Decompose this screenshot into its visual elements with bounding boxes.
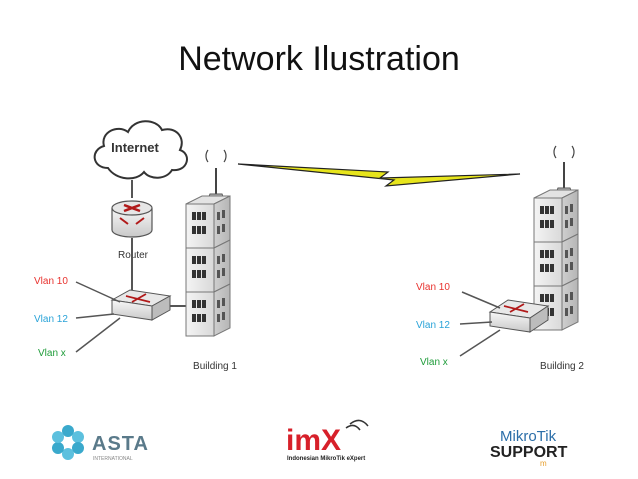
asta-logo: ASTA INTERNATIONAL	[52, 425, 149, 462]
router-icon	[111, 200, 153, 238]
router-label: Router	[118, 250, 149, 261]
imx-subtext: Indonesian MikroTik eXpert	[287, 456, 365, 462]
internet-cloud-icon	[93, 120, 188, 180]
imx-wordmark: imX	[286, 424, 341, 457]
vlan12-left-line	[75, 313, 115, 319]
vlanx-right-line	[459, 329, 501, 357]
page-title: Network Ilustration	[178, 40, 460, 78]
mikrotik-support-logo: MikroTik SUPPORT m	[490, 428, 568, 468]
vlan10-left-label: Vlan 10	[34, 276, 68, 287]
vlan12-right-line	[459, 321, 493, 325]
building-2-icon	[534, 145, 578, 330]
building-1-icon	[186, 149, 230, 336]
support-subtext: m	[540, 459, 547, 468]
wireless-link	[237, 163, 521, 187]
vlan12-left-label: Vlan 12	[34, 314, 68, 325]
vlan10-right-label: Vlan 10	[416, 282, 450, 293]
asta-wordmark: ASTA	[92, 433, 149, 455]
vlan12-right-label: Vlan 12	[416, 320, 450, 331]
vlan10-left-line	[75, 281, 121, 303]
vlan10-right-line	[461, 291, 501, 309]
switch-right-icon	[488, 299, 550, 333]
vlanx-right-label: Vlan x	[420, 357, 448, 368]
asta-flower-icon	[52, 425, 84, 460]
imx-logo: imX Indonesian MikroTik eXpert	[286, 419, 369, 462]
building-2-label: Building 2	[540, 361, 584, 372]
switch-left-icon	[110, 289, 172, 321]
asta-subtext: INTERNATIONAL	[93, 456, 133, 462]
support-wordmark: SUPPORT	[490, 444, 568, 461]
imx-wave-icon	[345, 419, 369, 431]
internet-label: Internet	[111, 140, 159, 155]
mikrotik-wordmark: MikroTik	[500, 428, 557, 445]
building-1-label: Building 1	[193, 361, 237, 372]
vlanx-left-line	[75, 317, 121, 353]
vlanx-left-label: Vlan x	[38, 348, 66, 359]
